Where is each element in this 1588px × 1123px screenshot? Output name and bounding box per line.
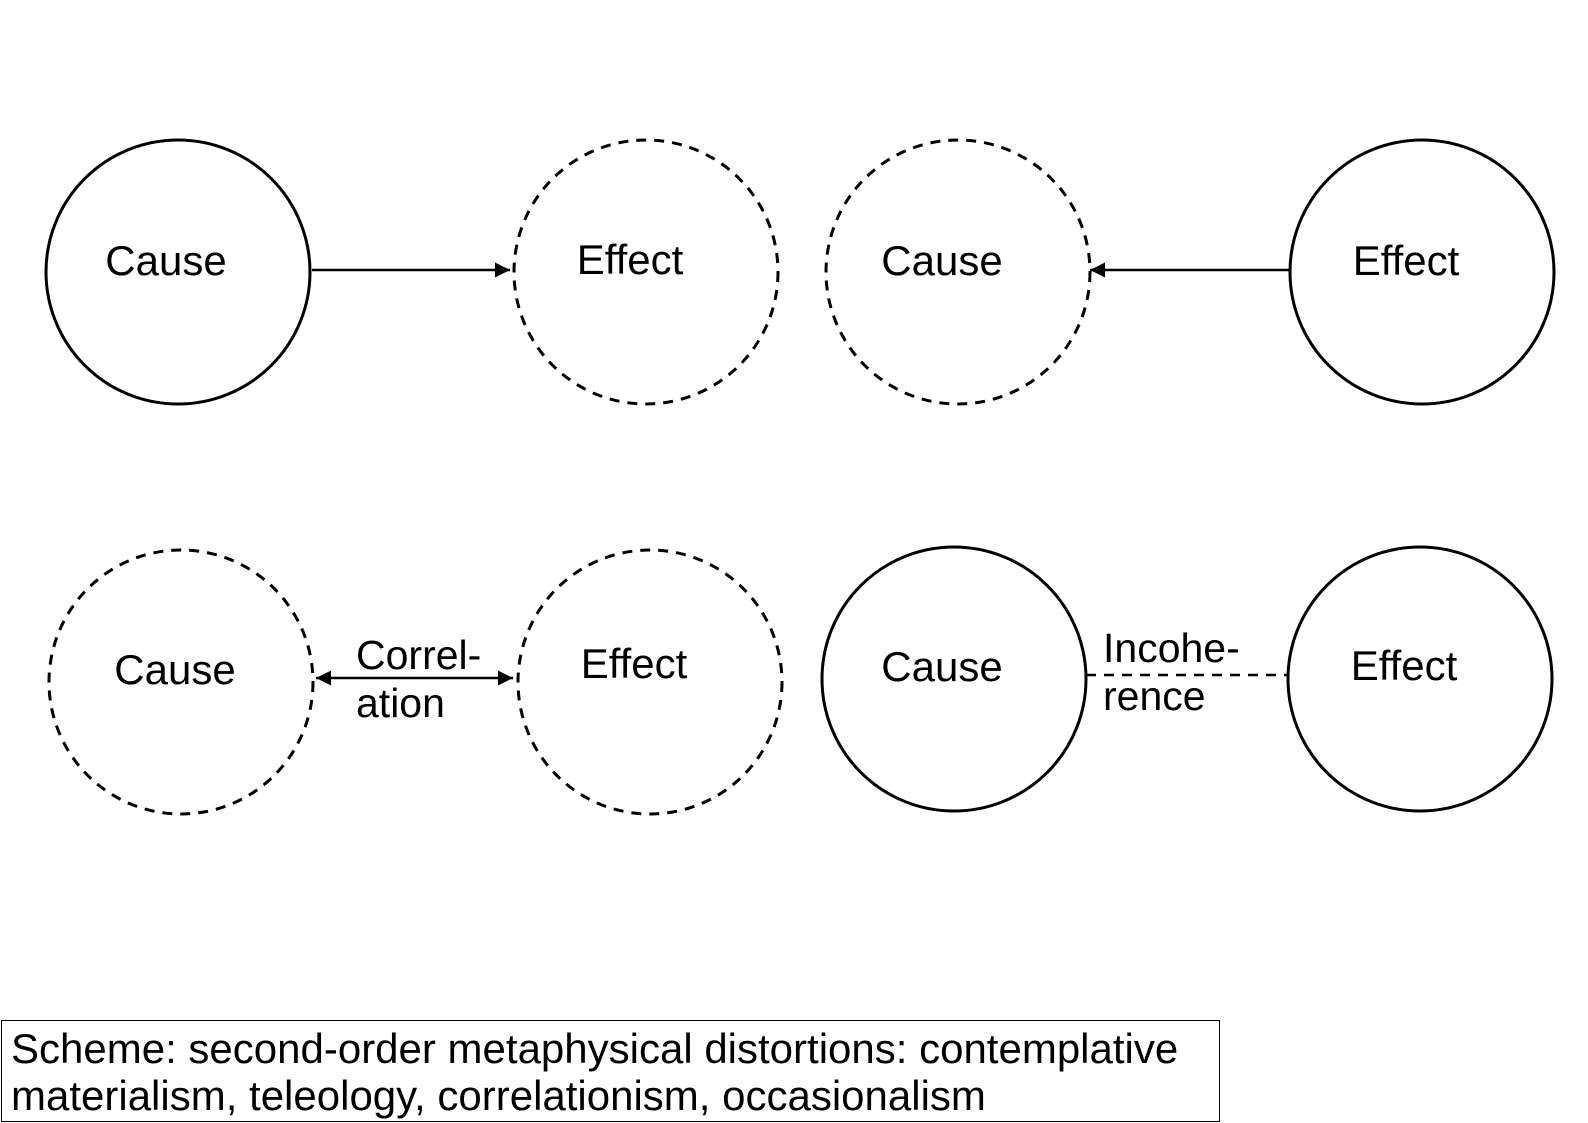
diagram-2: Cause Effect	[824, 138, 1556, 406]
d4-edge-label-line1: Incohe-	[1103, 625, 1240, 671]
d2-effect-label: Effect	[1353, 237, 1460, 284]
caption-text: Scheme: second-order metaphysical distor…	[11, 1025, 1179, 1119]
d3-cause-label: Cause	[114, 646, 235, 693]
d2-effect-node	[1288, 138, 1556, 406]
d3-edge-label-line2: ation	[356, 680, 445, 726]
d1-cause-node	[44, 138, 312, 406]
d1-cause-label: Cause	[105, 237, 226, 284]
diagram-3: Cause Correl- ation Effect	[47, 548, 784, 816]
d4-cause-node	[820, 545, 1088, 813]
diagram-1: Cause Effect	[44, 138, 780, 406]
d3-edge-label-line1: Correl-	[356, 632, 481, 678]
d1-effect-node	[512, 138, 780, 406]
d4-effect-label: Effect	[1351, 642, 1458, 689]
d4-edge-label-line2: rence	[1103, 673, 1206, 719]
d2-cause-label: Cause	[881, 237, 1002, 284]
diagram-4: Cause Incohe- rence Effect	[820, 545, 1554, 813]
d3-effect-node	[516, 548, 784, 816]
d3-cause-node	[47, 548, 315, 816]
caption-box: Scheme: second-order metaphysical distor…	[1, 1020, 1220, 1122]
d1-effect-label: Effect	[577, 236, 684, 283]
d4-cause-label: Cause	[881, 643, 1002, 690]
d3-effect-label: Effect	[581, 640, 688, 687]
d4-effect-node	[1286, 545, 1554, 813]
